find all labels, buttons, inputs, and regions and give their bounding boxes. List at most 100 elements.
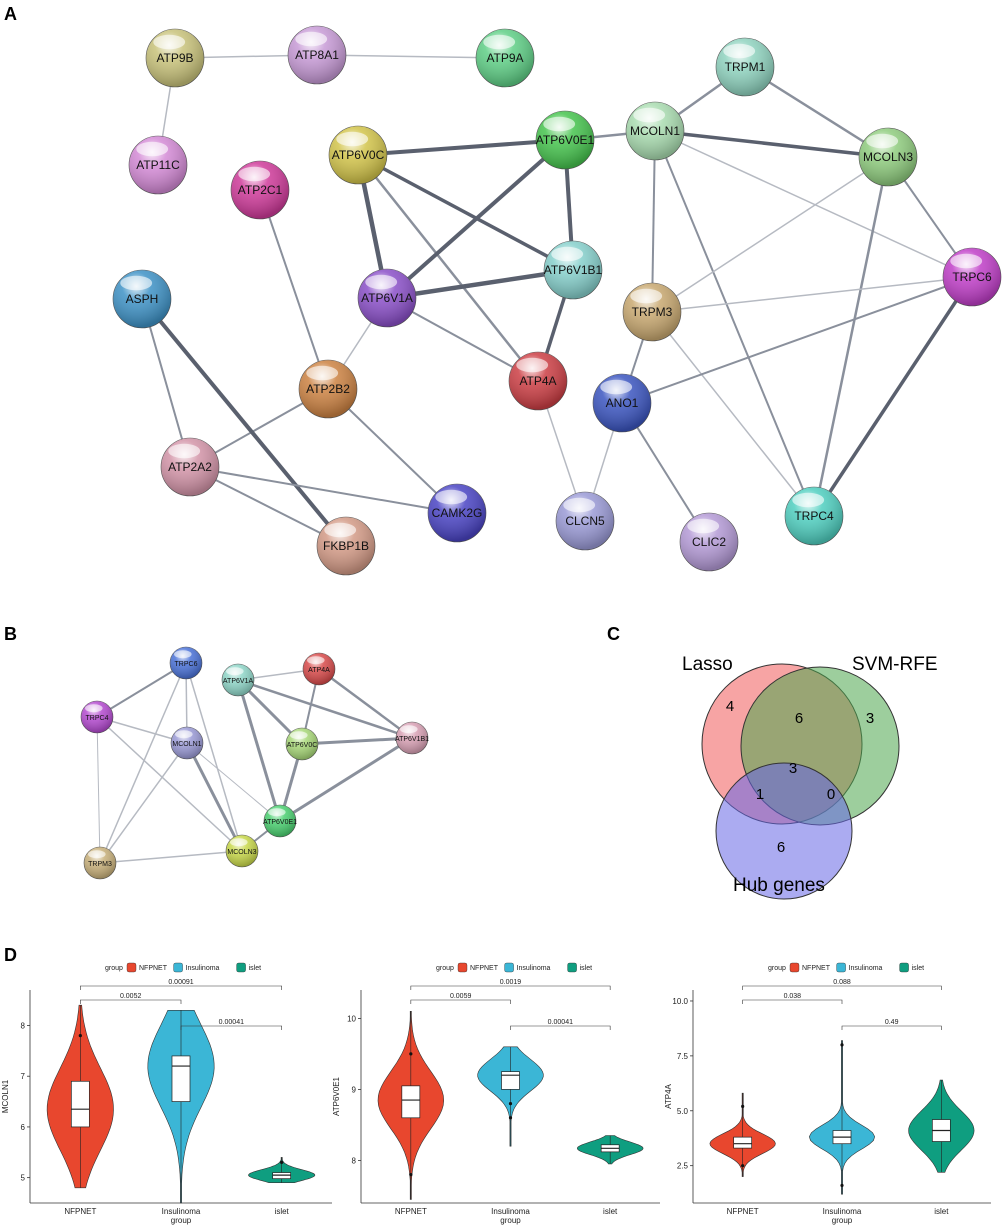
outlier-islet xyxy=(280,1160,284,1165)
network-b-edge-atp6v1a-atp6v0e1 xyxy=(236,679,282,822)
comparison-pvalue: 0.0059 xyxy=(450,993,472,1000)
venn-count-lasso-svm: 6 xyxy=(795,710,803,727)
y-axis-label: MCOLN1 xyxy=(1,1079,10,1113)
network-b-node-highlight-atp4a xyxy=(307,656,325,665)
network-b-node-atp6v0c: ATP6V0C xyxy=(285,727,319,761)
network-a-edge-atp8a1-atp9a xyxy=(316,54,506,59)
network-a-node-mcoln1: MCOLN1 xyxy=(625,101,685,161)
box-nfpnet xyxy=(70,1080,90,1128)
network-a-edge-asph-fkbp1b xyxy=(140,297,348,548)
network-a-node-atp11c: ATP11C xyxy=(128,135,188,195)
network-a-node-highlight-atp4a xyxy=(516,357,549,373)
network-a-node-atp8a1: ATP8A1 xyxy=(287,25,347,85)
network-a-node-label-trpm3: TRPM3 xyxy=(632,305,673,319)
legend-label-nfpnet: NFPNET xyxy=(139,965,168,972)
network-b-node-label-trpm3: TRPM3 xyxy=(88,861,112,868)
outlier-nfpnet xyxy=(409,1052,413,1056)
comparison-bracket xyxy=(80,985,282,990)
network-b-edges xyxy=(96,662,413,864)
comparison-bracket xyxy=(742,999,843,1004)
network-a-edge-mcoln1-trpc4 xyxy=(654,130,815,517)
outlier-insulinoma xyxy=(508,1116,513,1120)
network-a-node-highlight-atp6v0c xyxy=(336,131,369,147)
legend-label-islet: islet xyxy=(249,965,262,972)
outlier-insulinoma xyxy=(840,1043,844,1047)
network-a-node-label-ano1: ANO1 xyxy=(606,396,639,410)
comparison-pvalue: 0.00091 xyxy=(168,979,193,986)
network-a-node-label-atp11c: ATP11C xyxy=(136,158,180,172)
network-a-node-asph: ASPH xyxy=(112,269,172,329)
network-b-node-highlight-atp6v1b1 xyxy=(400,725,418,734)
outlier-insulinoma xyxy=(840,1183,844,1188)
network-a-edge-atp6v1a-atp6v1b1 xyxy=(386,267,574,301)
network-a-node-fkbp1b: FKBP1B xyxy=(316,516,376,576)
comparison-bracket xyxy=(180,1025,282,1030)
network-b-node-label-atp6v1a: ATP6V1A xyxy=(223,678,254,685)
legend-swatch-insulinoma xyxy=(836,962,846,973)
x-tick-label: NFPNET xyxy=(727,1207,759,1216)
comparison-pvalue: 0.00041 xyxy=(219,1019,244,1026)
network-a-edge-trpc6-ano1 xyxy=(621,276,973,404)
network-b-node-label-trpc6: TRPC6 xyxy=(175,661,198,668)
y-tick-label: 10 xyxy=(347,1014,356,1023)
network-b-edge-atp6v1a-atp6v1b1 xyxy=(237,678,413,740)
network-b-edge-trpc6-trpc4 xyxy=(96,662,187,718)
comparison-pvalue: 0.0052 xyxy=(120,993,142,1000)
comparison-bracket xyxy=(510,1025,611,1030)
network-a-node-trpm3: TRPM3 xyxy=(622,282,682,342)
comparison-bracket xyxy=(841,1025,942,1030)
network-a-node-atp2c1: ATP2C1 xyxy=(230,160,290,220)
network-b-node-mcoln3: MCOLN3 xyxy=(225,834,259,868)
network-a-edge-atp6v0c-atp6v1b1 xyxy=(357,153,574,272)
venn-set-label-lasso: Lasso xyxy=(682,654,733,675)
outlier-nfpnet xyxy=(409,1173,413,1177)
x-tick-label: Insulinoma xyxy=(162,1207,201,1216)
network-a-node-atp6v0c: ATP6V0C xyxy=(328,125,388,185)
network-a-node-label-asph: ASPH xyxy=(126,292,159,306)
network-a-node-highlight-fkbp1b xyxy=(324,522,357,538)
network-b-node-label-mcoln3: MCOLN3 xyxy=(227,849,256,856)
comparison-pvalue: 0.038 xyxy=(784,993,802,1000)
venn-count-lasso-only: 4 xyxy=(726,698,734,715)
y-tick-label: 5 xyxy=(21,1174,26,1183)
network-a-node-trpc4: TRPC4 xyxy=(784,486,844,546)
legend-label-insulinoma: Insulinoma xyxy=(517,965,551,972)
x-tick-label: NFPNET xyxy=(64,1207,96,1216)
network-b-node-trpm3: TRPM3 xyxy=(83,846,117,880)
x-axis-label: group xyxy=(500,1216,521,1225)
network-b-node-label-atp4a: ATP4A xyxy=(308,667,330,674)
network-b-node-highlight-trpm3 xyxy=(88,850,106,859)
network-a-node-label-atp2c1: ATP2C1 xyxy=(238,183,283,197)
network-b-node-mcoln1: MCOLN1 xyxy=(170,726,204,760)
venn-count-hub-only: 6 xyxy=(777,839,785,856)
outlier-insulinoma xyxy=(508,1102,513,1106)
network-b-node-highlight-mcoln3 xyxy=(230,838,248,847)
network-a-node-highlight-atp2a2 xyxy=(168,443,201,459)
network-b-edge-atp4a-atp6v1b1 xyxy=(318,667,413,740)
network-a-node-highlight-atp8a1 xyxy=(295,31,328,47)
network-b-node-atp4a: ATP4A xyxy=(302,652,336,686)
venn-count-svm-hub: 0 xyxy=(827,786,835,803)
network-a-node-highlight-asph xyxy=(120,275,153,291)
network-a-node-highlight-atp2b2 xyxy=(306,365,339,381)
y-tick-label: 5.0 xyxy=(677,1107,689,1116)
panel-letter-a: A xyxy=(4,4,17,24)
y-axis-label: ATP4A xyxy=(664,1083,673,1108)
y-tick-label: 8 xyxy=(21,1022,26,1031)
network-a-node-highlight-atp9a xyxy=(483,34,516,50)
network-a-edge-atp6v0c-atp6v0e1 xyxy=(357,138,566,157)
network-b-node-highlight-atp6v0e1 xyxy=(268,808,286,817)
box-nfpnet xyxy=(401,1085,421,1119)
box-nfpnet xyxy=(733,1136,753,1149)
network-a-node-label-trpc4: TRPC4 xyxy=(794,509,834,523)
network-b-node-label-atp6v0e1: ATP6V0E1 xyxy=(263,819,297,826)
network-a-node-label-mcoln3: MCOLN3 xyxy=(863,150,913,164)
network-b-edge-atp6v0c-atp6v1b1 xyxy=(301,736,413,746)
